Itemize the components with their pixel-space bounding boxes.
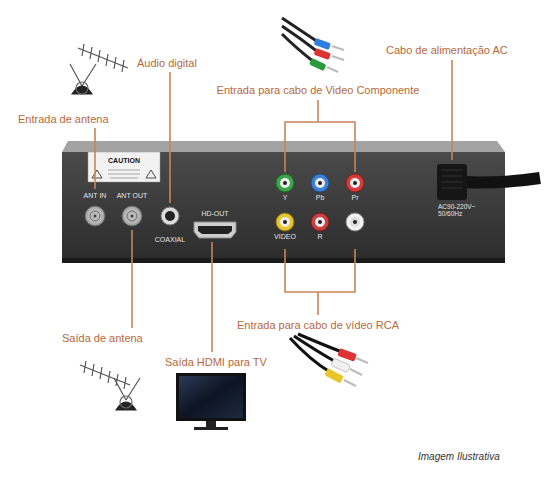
port-name: COAXIAL bbox=[155, 236, 185, 244]
callout-label: Entrada para cabo de vídeo RCA bbox=[237, 319, 399, 332]
antenna-connectors bbox=[85, 206, 142, 226]
port-name: HD-OUT bbox=[201, 210, 228, 218]
port-name: ANT IN bbox=[84, 192, 107, 200]
antenna-icon bbox=[80, 361, 140, 410]
power-cord bbox=[437, 164, 540, 200]
callout-label: Entrada de antena bbox=[18, 113, 109, 126]
warning-label: CAUTION bbox=[108, 157, 140, 165]
port-name: R bbox=[317, 233, 322, 241]
port-name: ANT OUT bbox=[117, 192, 148, 200]
port-name: VIDEO bbox=[274, 233, 296, 241]
callout-label: Cabo de alimentação AC bbox=[386, 44, 508, 57]
rca-cable-icon bbox=[290, 334, 368, 386]
callout-label: Áudio digital bbox=[137, 57, 197, 70]
component-cable-icon bbox=[282, 18, 344, 72]
tv-icon bbox=[176, 373, 246, 430]
callout-label: Saída HDMI para TV bbox=[165, 356, 267, 369]
receiver-box bbox=[62, 141, 505, 263]
hdmi-port bbox=[194, 222, 236, 238]
port-name: Pr bbox=[352, 194, 359, 202]
port-name: Pb bbox=[316, 194, 325, 202]
port-name: Y bbox=[283, 194, 288, 202]
leader-lines bbox=[95, 60, 452, 352]
power-rating: AC90-220V~ 50/60Hz bbox=[438, 203, 486, 218]
note: Imagem Ilustrativa bbox=[418, 451, 500, 463]
antenna-icon bbox=[70, 44, 128, 94]
coaxial-jack bbox=[161, 207, 179, 225]
rca-jacks bbox=[276, 174, 364, 231]
callout-label: Entrada para cabo de Video Componente bbox=[217, 84, 420, 97]
callout-label: Saída de antena bbox=[62, 332, 143, 345]
